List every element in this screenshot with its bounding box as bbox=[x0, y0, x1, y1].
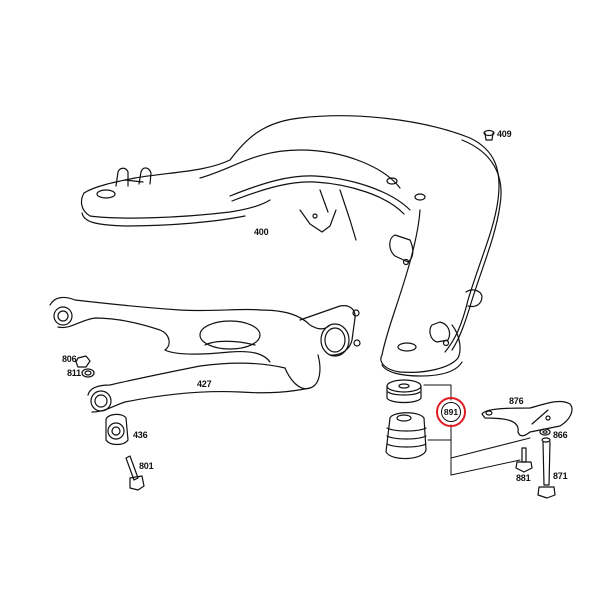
bolt-881-icon[interactable] bbox=[515, 447, 533, 473]
washer-811-icon[interactable] bbox=[81, 368, 95, 378]
label-409: 409 bbox=[497, 129, 512, 139]
plug-409-icon[interactable] bbox=[483, 129, 495, 141]
label-806: 806 bbox=[62, 354, 77, 364]
label-400: 400 bbox=[254, 227, 269, 237]
label-811: 811 bbox=[67, 368, 81, 378]
label-427: 427 bbox=[197, 379, 212, 389]
washer-866-icon[interactable] bbox=[539, 428, 551, 436]
bolt-871-icon[interactable] bbox=[537, 437, 556, 499]
bolt-801-icon[interactable] bbox=[125, 455, 145, 491]
label-801: 801 bbox=[139, 461, 154, 471]
label-436: 436 bbox=[133, 430, 148, 440]
bracket-plate-876[interactable] bbox=[481, 400, 573, 437]
control-arm-427[interactable] bbox=[49, 296, 361, 413]
subframe-400[interactable] bbox=[80, 115, 502, 377]
label-876: 876 bbox=[509, 396, 524, 406]
bushing-436-icon[interactable] bbox=[105, 413, 129, 446]
mount-upper-ring[interactable] bbox=[386, 379, 422, 404]
label-871: 871 bbox=[553, 471, 568, 481]
callout-leader-lines bbox=[423, 384, 531, 476]
nut-806-icon[interactable] bbox=[75, 355, 91, 368]
label-881: 881 bbox=[516, 473, 531, 483]
label-891: 891 bbox=[441, 402, 461, 422]
mount-lower-bushing[interactable] bbox=[385, 412, 427, 460]
highlight-circle-891[interactable]: 891 bbox=[436, 397, 466, 427]
label-866: 866 bbox=[553, 430, 568, 440]
